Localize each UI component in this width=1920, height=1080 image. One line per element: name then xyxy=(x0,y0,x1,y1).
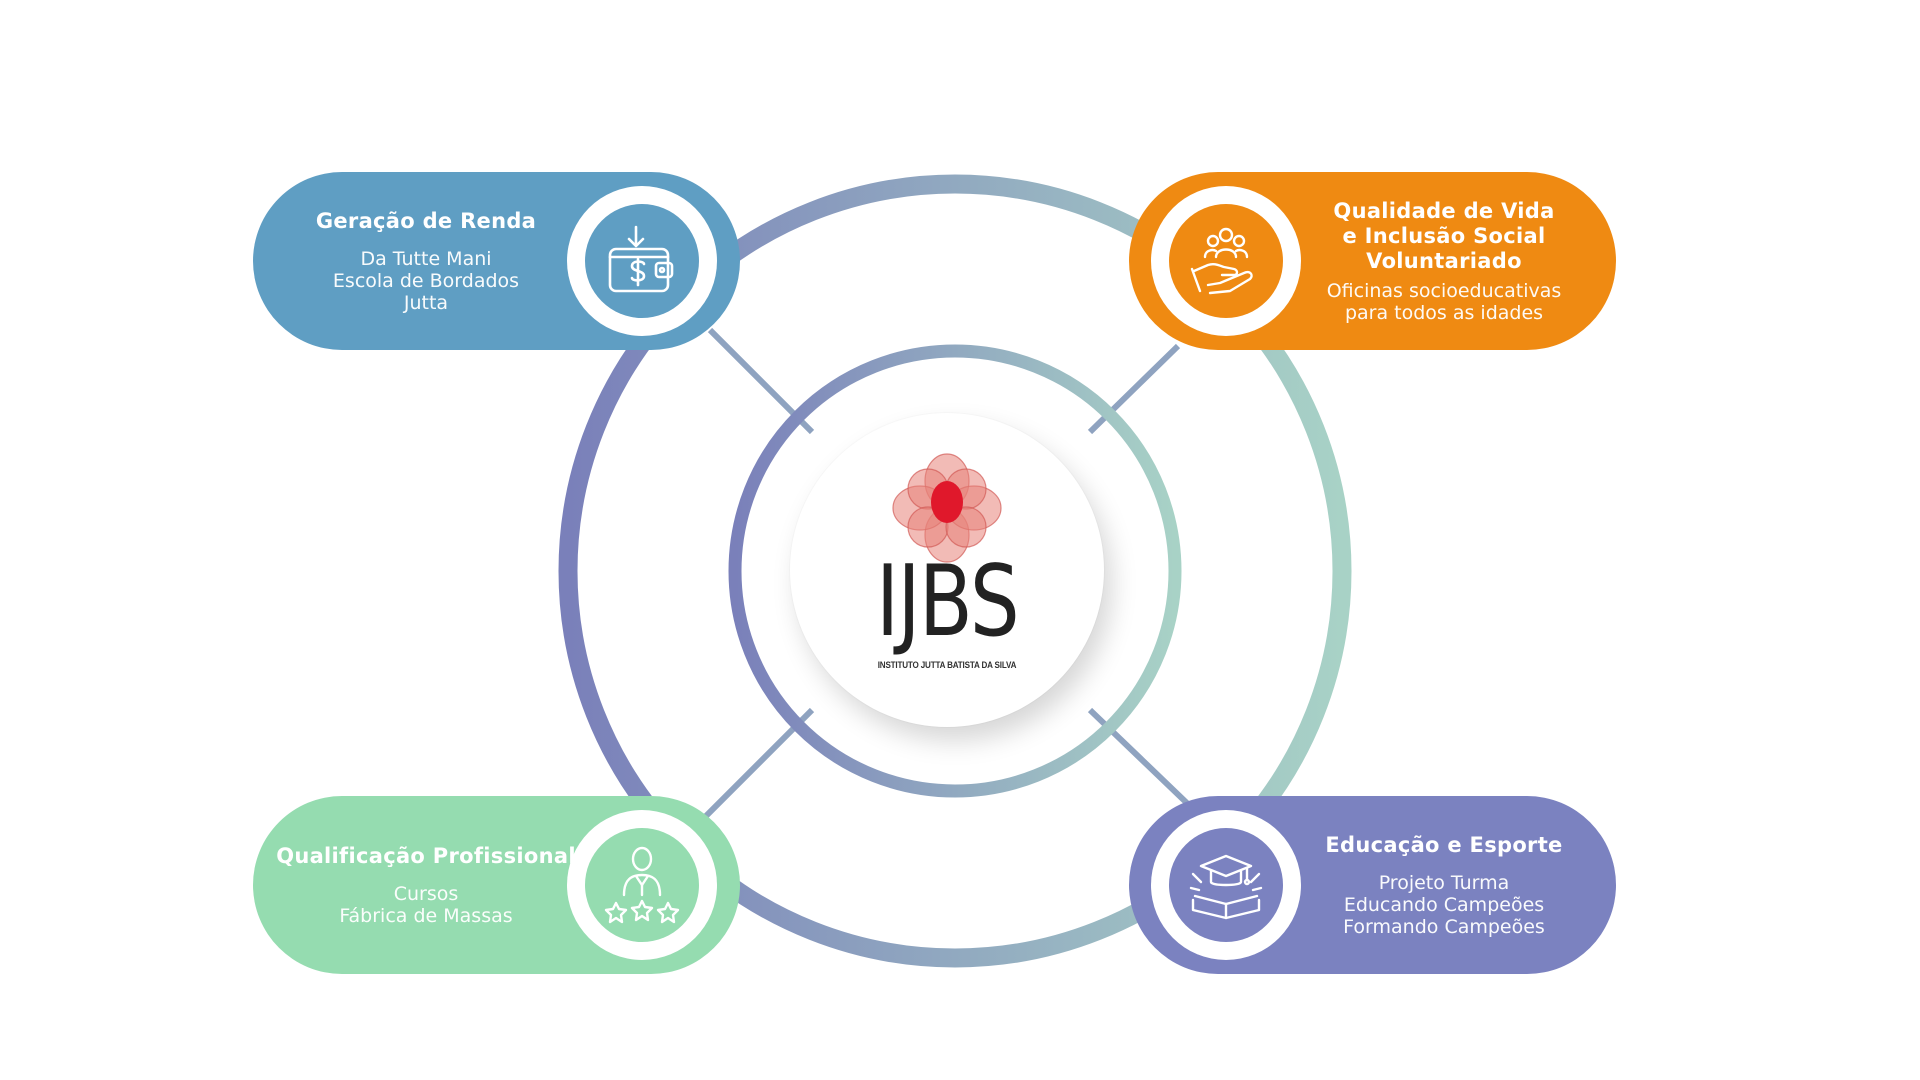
node-title: Qualificação Profissional xyxy=(276,843,576,868)
node-subtitle: Projeto Turma Educando Campeões Formando… xyxy=(1343,871,1545,938)
wallet-dollar-icon xyxy=(608,225,674,293)
icon-disc xyxy=(567,186,717,336)
logo-wordmark: IJBS xyxy=(875,545,1020,659)
inner-ring xyxy=(728,344,1182,798)
graduation-book-icon xyxy=(1189,854,1263,920)
node-title: Educação e Esporte xyxy=(1325,832,1563,857)
connector-top-right xyxy=(1087,343,1181,435)
node-subtitle: Oficinas socioeducativas para todos as i… xyxy=(1326,279,1562,324)
center-logo: IJBS INSTITUTO JUTTA BATISTA DA SILVA xyxy=(790,413,1104,727)
node-qualificacao-profissional: Qualificação Profissional Cursos Fábrica… xyxy=(253,796,740,974)
logo-tagline: INSTITUTO JUTTA BATISTA DA SILVA xyxy=(877,660,1017,671)
flower-logo-icon xyxy=(892,453,1002,563)
node-subtitle: Cursos Fábrica de Massas xyxy=(339,882,513,927)
node-title: Qualidade de Vida e Inclusão Social Volu… xyxy=(1333,198,1555,273)
node-title: Geração de Renda xyxy=(315,208,537,233)
icon-disc xyxy=(567,810,717,960)
node-educacao-e-esporte: Educação e Esporte Projeto Turma Educand… xyxy=(1129,796,1616,974)
outer-ring xyxy=(558,174,1352,968)
person-stars-icon xyxy=(604,846,680,924)
node-qualidade-de-vida: Qualidade de Vida e Inclusão Social Volu… xyxy=(1129,172,1616,350)
hand-people-icon xyxy=(1190,227,1253,295)
node-geracao-de-renda: Geração de Renda Da Tutte Mani Escola de… xyxy=(253,172,740,350)
icon-disc xyxy=(1151,186,1301,336)
node-subtitle: Da Tutte Mani Escola de Bordados Jutta xyxy=(332,247,520,314)
icon-disc xyxy=(1151,810,1301,960)
